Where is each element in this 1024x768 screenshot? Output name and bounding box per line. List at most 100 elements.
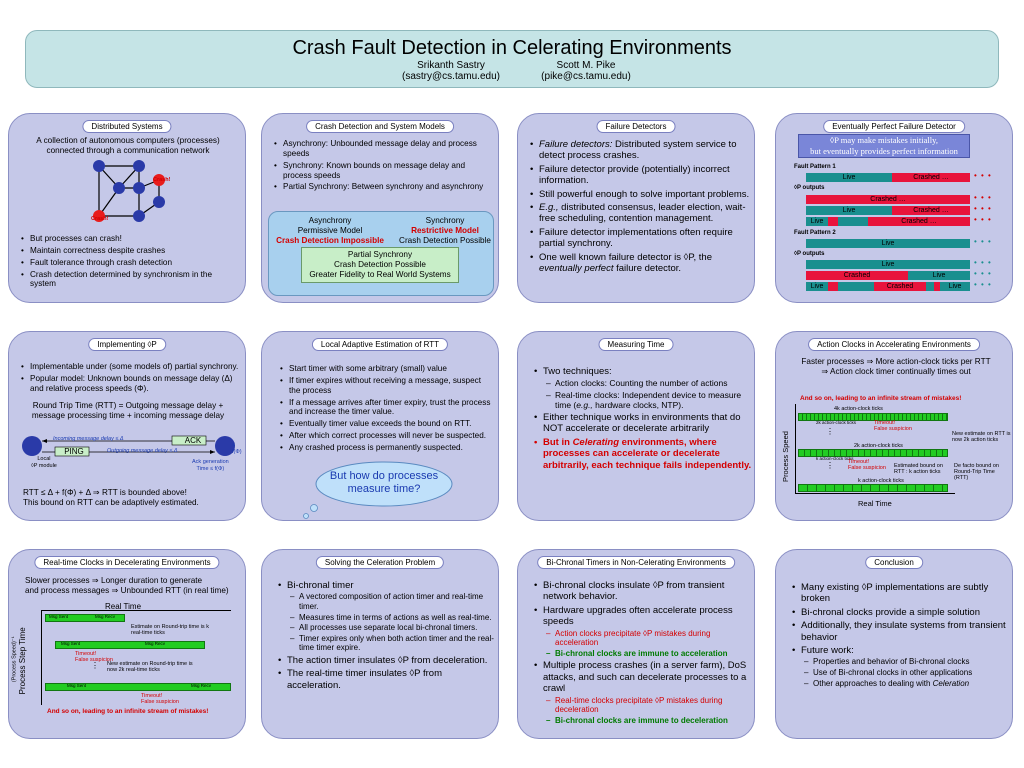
continuation-dots: • • • xyxy=(974,258,992,267)
list-item: But in Celerating environments, where pr… xyxy=(534,437,752,471)
out1-row1-crashed: Crashed … xyxy=(806,195,970,204)
out2-row3-live: Live xyxy=(806,282,828,291)
asynchrony-box: Asynchrony Permissive Model Crash Detect… xyxy=(271,216,389,246)
list-item: After which correct processes will never… xyxy=(280,431,492,441)
timeout-note-1: Timeout! False suspicion xyxy=(874,420,912,432)
continuation-dots: • • • xyxy=(974,215,992,224)
sub-item: Action clocks: Counting the number of ac… xyxy=(543,378,752,388)
continuation-dots: • • • xyxy=(974,193,992,202)
list-item: Implementable under (some models of) par… xyxy=(21,362,243,372)
panel-title: Implementing ◊P xyxy=(88,338,166,351)
intro-line-1: Slower processes ⇒ Longer duration to ge… xyxy=(25,576,203,585)
x-axis xyxy=(41,610,231,611)
list-item: Maintain correctness despite crashes xyxy=(21,246,239,256)
ping-message: PING xyxy=(64,447,84,456)
out1-row3-live: Live xyxy=(806,217,828,226)
network-graph xyxy=(93,160,165,222)
banner-line-2: but eventually provides perfect informat… xyxy=(810,146,958,156)
panel-title: Conclusion xyxy=(865,556,923,569)
list-item: Asynchrony: Unbounded message delay and … xyxy=(274,139,492,159)
timeout-note-2: Timeout! False suspicion xyxy=(141,693,179,705)
bullet-list: Asynchrony: Unbounded message delay and … xyxy=(274,139,492,194)
x-axis-label: Real Time xyxy=(105,602,142,611)
vertical-ellipsis: ⋮ xyxy=(826,427,834,436)
list-item: Start timer with some arbitrary (small) … xyxy=(280,364,492,374)
out2-row2-crashed: Crashed xyxy=(806,271,908,280)
x-axis xyxy=(795,493,955,494)
timeout-note-1: Timeout! False suspicion xyxy=(75,651,113,663)
list-item: But processes can crash! xyxy=(21,234,239,244)
continuation-dots: • • • xyxy=(974,237,992,246)
continuation-dots: • • • xyxy=(974,204,992,213)
list-item: Failure detector implementations often r… xyxy=(530,227,752,250)
ticks-4k-label: 4k action-clock ticks xyxy=(834,406,883,412)
list-item: Synchrony: Known bounds on message delay… xyxy=(274,161,492,181)
crash-label-2: Crash! xyxy=(91,216,109,222)
outputs-2-label: ◊P outputs xyxy=(794,251,825,257)
infinite-mistakes-note: And so on, leading to an infinite stream… xyxy=(47,708,209,715)
sync-model: Restrictive Model xyxy=(411,225,479,235)
async-model: Permissive Model xyxy=(297,225,363,235)
panel-title: Distributed Systems xyxy=(82,120,172,133)
panel-title: Measuring Time xyxy=(598,338,674,351)
author-2-email: (pike@cs.tamu.edu) xyxy=(541,71,631,82)
list-item: Still powerful enough to solve important… xyxy=(530,189,752,201)
conclusion-line-1: RTT ≤ Δ + f(Φ) + Δ ⇒ RTT is bounded abov… xyxy=(23,488,187,497)
ack-generation-label: Ack generation Time ≤ f(Φ) xyxy=(192,459,229,472)
list-item: Hardware upgrades often accelerate proce… xyxy=(534,605,750,659)
module-label: ◊P module xyxy=(31,462,57,469)
intro-line-1: Faster processes ⇒ More action-clock tic… xyxy=(801,357,991,366)
sub-item: Real-time clocks: Independent device to … xyxy=(543,390,752,410)
intro-line-2: and process messages ⇒ Unbounded RTT (in… xyxy=(25,585,229,595)
poster-header: Crash Fault Detection in Celerating Envi… xyxy=(25,30,999,88)
out2-row2-live: Live xyxy=(908,271,970,280)
list-item: One well known failure detector is ◊P, t… xyxy=(530,252,752,275)
panel-action-clocks: Action Clocks in Accelerating Environmen… xyxy=(775,331,1013,521)
tick-bar-2k xyxy=(798,449,948,457)
false-suspicion-label: False suspicion xyxy=(141,699,179,706)
list-item: Bi-chronal timer A vectored composition … xyxy=(278,580,494,653)
intro-line-2: ⇒ Action clock timer continually times o… xyxy=(821,366,971,376)
author-1: Srikanth Sastry (sastry@cs.tamu.edu) xyxy=(396,60,506,82)
list-item: The real-time timer insulates ◊P from ac… xyxy=(278,668,494,691)
defacto-bound-note: De facto bound on Round-Trip Time (RTT) xyxy=(954,463,999,482)
bullet-list: Implementable under (some models of) par… xyxy=(21,362,243,396)
sub-item: A vectored composition of action timer a… xyxy=(287,592,494,611)
list-item: Bi-chronal clocks provide a simple solut… xyxy=(792,607,1008,619)
list-item: Crash detection determined by synchronis… xyxy=(21,270,239,290)
infinite-mistakes-note: And so on, leading to an infinite stream… xyxy=(800,395,962,402)
fault-pattern-1-label: Fault Pattern 1 xyxy=(794,164,836,170)
continuation-dots: • • • xyxy=(974,171,992,180)
intro-text: Slower processes ⇒ Longer duration to ge… xyxy=(25,576,241,596)
fault-pattern-2-label: Fault Pattern 2 xyxy=(794,230,836,236)
poster-title: Crash Fault Detection in Celerating Envi… xyxy=(292,37,732,59)
y-axis-label-2: Process Step Time xyxy=(18,627,28,695)
incoming-delay: Incoming message delay ≤ Δ xyxy=(53,436,124,442)
panel-title: Local Adaptive Estimation of RTT xyxy=(311,338,449,351)
panel-adaptive-rtt: Local Adaptive Estimation of RTT Start t… xyxy=(261,331,499,521)
msg-recv-1: Msg Recv xyxy=(95,614,116,619)
sub-item: Other approaches to dealing with Celerat… xyxy=(801,679,1008,689)
msg-recv-2: Msg Recv xyxy=(145,641,166,646)
list-item: Partial Synchrony: Between synchrony and… xyxy=(274,182,492,192)
list-item: Either technique works in environments t… xyxy=(534,412,752,435)
sub-item: Measures time in terms of actions as wel… xyxy=(287,613,494,623)
ticks-k-label: k action-clock ticks xyxy=(858,478,904,484)
panel-title: Crash Detection and System Models xyxy=(306,120,454,133)
cloud-question: But how do processes measure time? xyxy=(329,470,439,496)
x-axis-label: Real Time xyxy=(858,499,892,508)
list-item: If timer expires without receiving a mes… xyxy=(280,376,492,396)
crash-label-1: Crash! xyxy=(153,177,171,183)
partial-detect: Crash Detection Possible xyxy=(334,259,426,269)
new-estimate-note: New estimate on RTT is now 2k action tic… xyxy=(952,431,1011,444)
panel-implementing-p: Implementing ◊P Implementable under (som… xyxy=(8,331,246,521)
fp1-crashed-bar: Crashed … xyxy=(892,173,970,182)
panel-distributed-systems: Distributed Systems A collection of auto… xyxy=(8,113,246,303)
outgoing-delay: Outgoing message delay ≤ Δ xyxy=(107,448,178,454)
ticks-k-a-label: k action-clock ticks xyxy=(816,456,854,461)
partial-fidelity: Greater Fidelity to Real World Systems xyxy=(309,269,451,279)
bullet-list: Bi-chronal clocks insulate ◊P from trans… xyxy=(534,580,750,727)
ticks-2k-label: 2k action-clock ticks xyxy=(854,443,903,449)
out2-row3-crashed-c xyxy=(934,282,940,291)
intro-text: A collection of autonomous computers (pr… xyxy=(36,136,220,155)
